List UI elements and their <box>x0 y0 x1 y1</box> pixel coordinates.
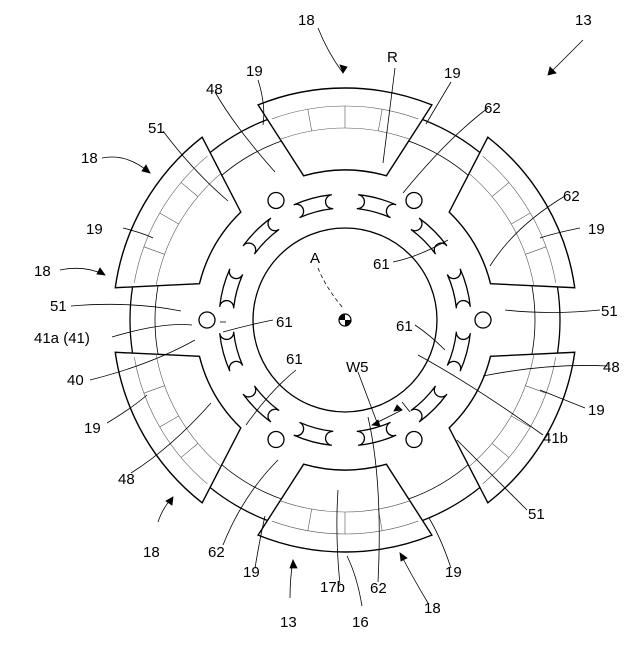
label-13-bottom: 13 <box>280 614 297 631</box>
slot-61 <box>294 195 334 218</box>
label-18-bottom: 18 <box>424 600 441 617</box>
hole-48 <box>475 312 491 328</box>
label-18-lleft: 18 <box>143 544 160 561</box>
label-19-g: 19 <box>243 564 260 581</box>
slot-61 <box>411 218 447 254</box>
label-62-d: 62 <box>370 580 387 597</box>
label-16: 16 <box>352 614 369 631</box>
hole-48 <box>406 432 422 448</box>
label-51-right: 51 <box>601 303 618 320</box>
coil-4 <box>258 464 432 552</box>
slot-61 <box>220 269 243 309</box>
label-61-left: 61 <box>276 314 293 331</box>
label-51-left: 51 <box>50 298 67 315</box>
label-62-b: 62 <box>563 188 580 205</box>
label-19-d: 19 <box>588 221 605 238</box>
label-A: A <box>310 250 320 267</box>
label-18-left: 18 <box>34 263 51 280</box>
label-62-a: 62 <box>484 100 501 117</box>
coil-3 <box>449 352 575 503</box>
label-41b: 41b <box>543 430 568 447</box>
label-13-top: 13 <box>575 12 592 29</box>
label-19-b: 19 <box>444 65 461 82</box>
coil-6 <box>115 137 241 288</box>
label-40: 40 <box>67 372 84 389</box>
hole-48 <box>268 432 284 448</box>
hole-48 <box>199 312 215 328</box>
label-18-uleft: 18 <box>81 150 98 167</box>
label-W5: W5 <box>346 359 369 376</box>
dimension-W5 <box>358 372 410 426</box>
label-51-ul: 51 <box>148 120 165 137</box>
slot-61 <box>294 422 334 445</box>
slot-61 <box>411 386 447 422</box>
label-48-left: 48 <box>118 471 135 488</box>
hole-48 <box>406 192 422 208</box>
label-62-c: 62 <box>208 544 225 561</box>
label-19-c: 19 <box>86 221 103 238</box>
label-51-bottom: 51 <box>528 506 545 523</box>
label-18-top: 18 <box>298 12 315 29</box>
coil-1 <box>258 88 432 176</box>
slot-61 <box>220 332 243 372</box>
coil-2 <box>449 137 575 288</box>
hole-48 <box>268 192 284 208</box>
label-19-e: 19 <box>588 402 605 419</box>
label-48-right: 48 <box>603 359 620 376</box>
label-41a: 41a (41) <box>34 330 90 347</box>
label-19-h: 19 <box>445 564 462 581</box>
slot-61 <box>447 332 470 372</box>
label-19-a: 19 <box>246 63 263 80</box>
slot-61 <box>357 195 397 218</box>
label-17b: 17b <box>320 579 345 596</box>
label-48-top: 48 <box>206 81 223 98</box>
label-61-l2: 61 <box>286 351 303 368</box>
label-19-f: 19 <box>84 420 101 437</box>
label-61-right: 61 <box>373 256 390 273</box>
label-R: R <box>387 49 398 66</box>
label-61-r2: 61 <box>396 318 413 335</box>
slot-61 <box>447 269 470 309</box>
slot-61 <box>243 218 279 254</box>
